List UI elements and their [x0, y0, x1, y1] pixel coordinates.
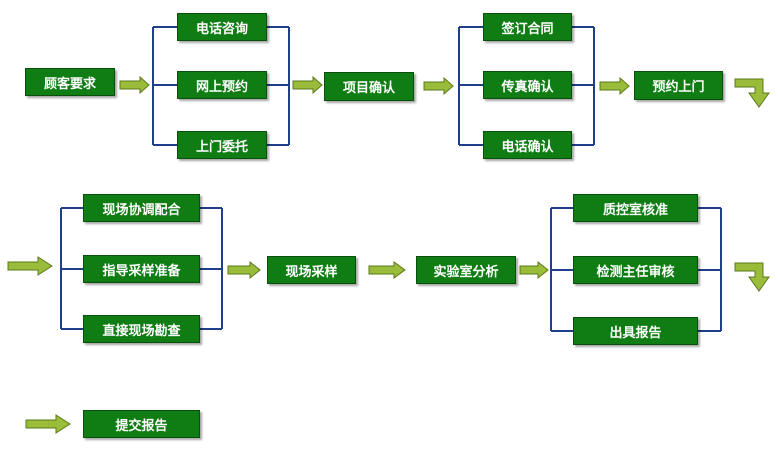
option-onsite-entrust: 上门委托: [177, 131, 267, 159]
option-issue-report: 出具报告: [573, 317, 698, 345]
right-arrow-icon: [119, 75, 150, 95]
step-submit-report: 提交报告: [83, 410, 200, 438]
bracket-left: [550, 207, 573, 332]
step-onsite-sampling: 现场采样: [267, 256, 356, 284]
bracket-right: [572, 26, 595, 146]
right-arrow-icon: [368, 261, 406, 279]
bracket-right: [267, 26, 290, 146]
bent-down-arrow-icon: [734, 262, 770, 292]
bracket-right: [200, 207, 223, 330]
right-arrow-icon: [7, 256, 53, 276]
option-phone-confirm: 电话确认: [483, 131, 572, 159]
option-director-review: 检测主任审核: [573, 256, 698, 284]
bracket-left: [60, 207, 83, 330]
option-onsite-coordination: 现场协调配合: [83, 194, 200, 222]
bracket-right: [698, 207, 722, 332]
step-lab-analysis: 实验室分析: [416, 256, 516, 284]
bracket-left: [152, 26, 177, 146]
right-arrow-icon: [423, 76, 454, 96]
option-fax-confirm: 传真确认: [483, 71, 572, 99]
right-arrow-icon: [25, 414, 71, 434]
option-direct-survey: 直接现场勘查: [83, 315, 200, 343]
right-arrow-icon: [519, 260, 549, 280]
step-project-confirm: 项目确认: [324, 72, 414, 101]
bracket-left: [458, 26, 483, 146]
right-arrow-icon: [599, 76, 630, 96]
right-arrow-icon: [227, 260, 261, 280]
option-online-booking: 网上预约: [177, 71, 267, 99]
step-schedule-visit: 预约上门: [634, 71, 723, 100]
right-arrow-icon: [292, 75, 323, 95]
bent-down-arrow-icon: [734, 78, 770, 108]
option-qc-approval: 质控室核准: [573, 194, 698, 222]
option-phone-inquiry: 电话咨询: [177, 13, 267, 41]
option-sign-contract: 签订合同: [483, 13, 572, 41]
start-customer-request: 顾客要求: [25, 68, 115, 96]
option-sampling-guidance: 指导采样准备: [83, 255, 200, 283]
